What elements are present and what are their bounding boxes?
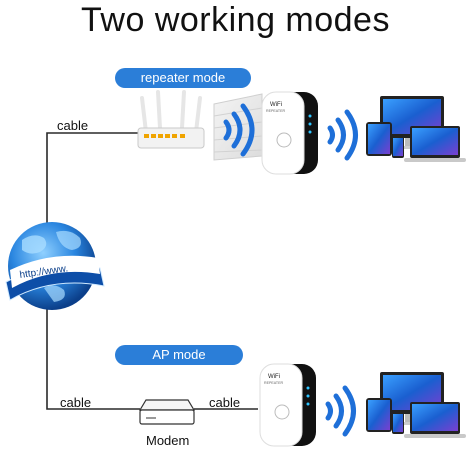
wifi-waves-icon	[223, 103, 255, 157]
modem-label: Modem	[146, 433, 190, 448]
page-title: Two working modes	[81, 1, 390, 39]
svg-text:WiFi: WiFi	[268, 374, 280, 380]
cable-lines	[46, 132, 258, 410]
cable-top	[46, 132, 140, 230]
svg-text:REPEATER: REPEATER	[264, 381, 284, 385]
client-devices-top	[366, 96, 466, 162]
wifi-repeater-device-bottom: WiFi REPEATER	[259, 363, 316, 447]
router-icon	[137, 90, 205, 149]
cable-label-top: cable	[57, 118, 89, 133]
wifi-waves-icon	[325, 385, 356, 437]
internet-globe-icon: http://www.	[5, 222, 105, 310]
cable-bottom	[46, 300, 140, 410]
cable-label-bottom-left: cable	[60, 395, 92, 410]
svg-text:WiFi: WiFi	[270, 102, 282, 108]
wifi-waves-icon	[327, 109, 358, 161]
ap-mode-badge: AP mode	[115, 345, 243, 365]
modem-icon	[138, 399, 196, 425]
repeater-mode-badge: repeater mode	[115, 68, 251, 88]
cable-label-bottom-right: cable	[209, 395, 241, 410]
wifi-repeater-device-top: WiFi REPEATER	[261, 91, 318, 175]
client-devices-bottom	[366, 372, 466, 438]
svg-text:REPEATER: REPEATER	[266, 109, 286, 113]
